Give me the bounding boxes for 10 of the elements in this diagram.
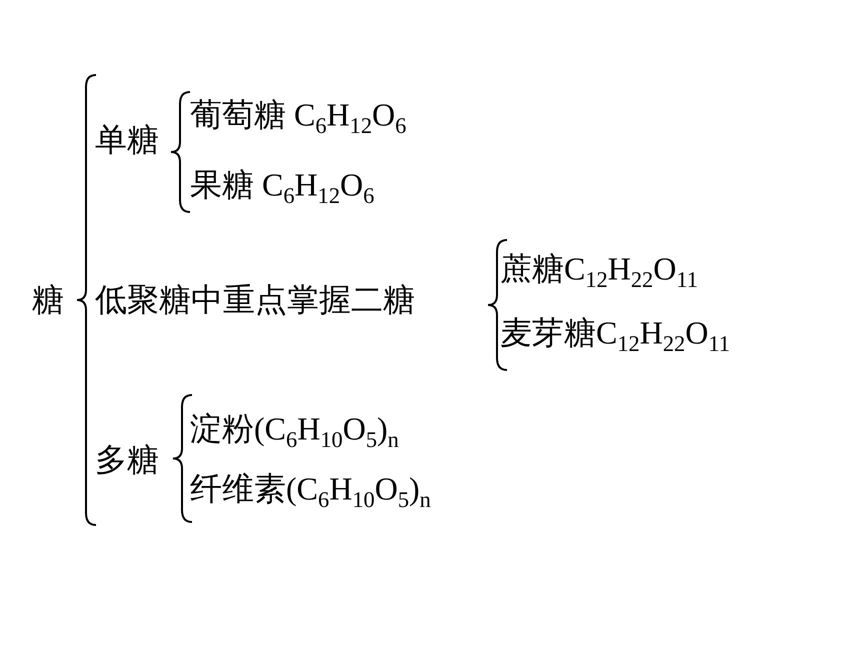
category-label: 单糖 <box>95 122 159 158</box>
category-label: 低聚糖中重点掌握二糖 <box>95 282 415 318</box>
formula-text: 麦芽糖C$_{12}$H$_{22}$O$_{11}$ <box>500 315 730 357</box>
formula-text: 淀粉(C$_{6}$H$_{10}$O$_{5}$)$_{n}$ <box>190 411 399 453</box>
formula-text: 蔗糖C$_{12}$H$_{22}$O$_{11}$ <box>500 251 698 293</box>
formula-text: 果糖 C$_{6}$H$_{12}$O$_{6}$ <box>190 167 374 209</box>
formula-text: 葡萄糖 C$_{6}$H$_{12}$O$_{6}$ <box>190 97 406 139</box>
formula-text: 纤维素(C$_{6}$H$_{10}$O$_{5}$)$_{n}$ <box>190 471 431 513</box>
category-label: 多糖 <box>95 442 159 478</box>
category-label: 糖 <box>32 282 64 318</box>
